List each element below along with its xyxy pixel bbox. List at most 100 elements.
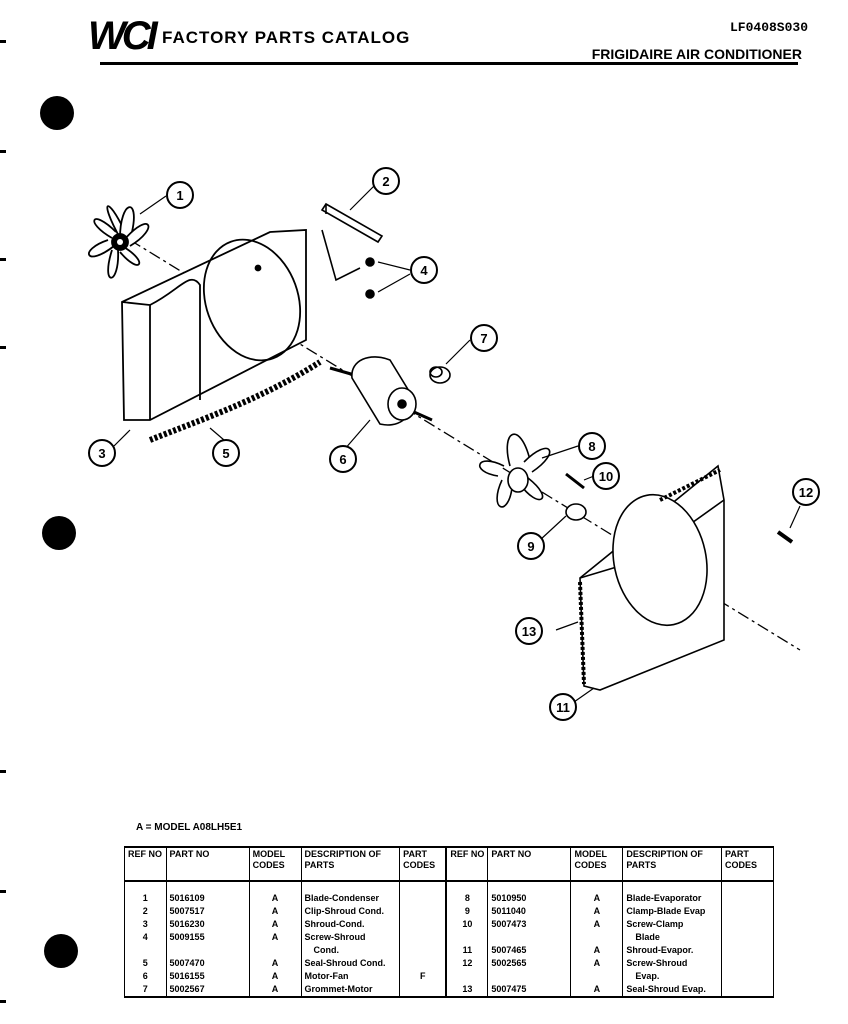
cell-part-no: 5007517 — [165, 905, 250, 918]
cell-description: Screw-Shroud — [622, 957, 722, 970]
cell-model-code: A — [248, 970, 302, 983]
condenser-shroud-part — [121, 229, 307, 421]
cell-part-no: 5002565 — [487, 957, 572, 970]
fan-motor-part — [329, 356, 433, 426]
shroud-clip-part — [320, 202, 384, 282]
cell-part-code — [721, 957, 774, 970]
cell-description: Shroud-Cond. — [300, 918, 401, 931]
cell-part-no: 5007473 — [487, 918, 572, 931]
cell-ref-no: 5 — [124, 957, 167, 970]
col-header-part-no: PART NO — [165, 846, 250, 882]
cell-part-no: 5009155 — [165, 931, 250, 944]
cell-part-code — [721, 918, 774, 931]
callout-1: 1 — [176, 188, 183, 203]
callout-8: 8 — [588, 439, 595, 454]
cell-model-code: A — [570, 983, 624, 998]
cell-part-code — [399, 918, 447, 931]
binder-punch-hole — [42, 516, 76, 550]
cell-ref-no: 4 — [124, 931, 167, 944]
table-header-row: REF NO PART NO MODEL CODES DESCRIPTION O… — [124, 846, 774, 882]
callout-12: 12 — [799, 485, 813, 500]
cell-ref-no: 2 — [124, 905, 167, 918]
model-number: LF0408S030 — [729, 20, 808, 35]
cell-ref-no: 1 — [124, 892, 167, 905]
cell-model-code: A — [570, 944, 624, 957]
cell-description: Shroud-Evapor. — [622, 944, 722, 957]
cell-model-code: A — [248, 957, 302, 970]
callout-3: 3 — [98, 446, 105, 461]
cell-description: Clamp-Blade Evap — [622, 905, 722, 918]
shroud-screw-part — [365, 257, 375, 267]
evap-shroud-screw-part — [776, 530, 794, 544]
clamp-screw-part — [565, 472, 585, 490]
cell-part-code — [721, 931, 774, 944]
cell-part-no: 5016109 — [165, 892, 250, 905]
condenser-blade-part — [88, 205, 150, 279]
edge-mark — [0, 150, 6, 153]
catalog-title: FACTORY PARTS CATALOG — [162, 28, 411, 47]
edge-mark — [0, 346, 6, 349]
cell-ref-no: 9 — [445, 905, 489, 918]
cell-description: Screw-Clamp — [622, 918, 722, 931]
col-header-ref-no: REF NO — [124, 846, 167, 882]
cell-model-code — [570, 931, 624, 944]
col-header-description: DESCRIPTION OF PARTS — [300, 846, 401, 882]
model-key-note: A = MODEL A08LH5E1 — [136, 822, 243, 833]
motor-grommet-part — [429, 366, 451, 384]
cell-part-no: 5002567 — [165, 983, 250, 998]
col-header-part-no: PART NO — [487, 846, 572, 882]
cell-part-code — [399, 931, 447, 944]
cell-description: Blade-Condenser — [300, 892, 401, 905]
cell-part-no: 5007470 — [165, 957, 250, 970]
cell-description: Grommet-Motor — [300, 983, 401, 998]
shroud-screw-part — [365, 289, 375, 299]
edge-mark — [0, 1000, 6, 1003]
cell-model-code: A — [248, 892, 302, 905]
callout-7: 7 — [480, 331, 487, 346]
cell-ref-no: 13 — [445, 983, 489, 998]
cell-ref-no: 12 — [445, 957, 489, 970]
cell-part-code — [399, 944, 447, 957]
cell-part-no — [487, 931, 572, 944]
cell-part-no: 5016230 — [165, 918, 250, 931]
product-line: FRIGIDAIRE AIR CONDITIONER — [591, 46, 802, 62]
evaporator-blade-part — [478, 433, 551, 508]
callout-11: 11 — [556, 700, 570, 715]
cell-part-no — [487, 970, 572, 983]
cell-ref-no — [124, 944, 167, 957]
edge-mark — [0, 770, 6, 773]
callout-13: 13 — [522, 624, 536, 639]
binder-punch-hole — [40, 96, 74, 130]
cell-ref-no: 6 — [124, 970, 167, 983]
col-header-model-codes: MODEL CODES — [248, 846, 302, 882]
cell-model-code: A — [248, 931, 302, 944]
cell-ref-no — [445, 970, 489, 983]
cell-ref-no: 3 — [124, 918, 167, 931]
cell-model-code: A — [570, 918, 624, 931]
col-header-description: DESCRIPTION OF PARTS — [622, 846, 722, 882]
cell-ref-no: 11 — [445, 944, 489, 957]
cell-model-code: A — [570, 892, 624, 905]
col-header-part-codes: PART CODES — [399, 846, 447, 882]
callout-9: 9 — [527, 539, 534, 554]
cell-part-code: F — [399, 970, 447, 983]
col-header-model-codes: MODEL CODES — [570, 846, 624, 882]
cell-part-no: 5016155 — [165, 970, 250, 983]
cell-description: Clip-Shroud Cond. — [300, 905, 401, 918]
cell-part-no: 5007475 — [487, 983, 572, 998]
cell-ref-no: 7 — [124, 983, 167, 998]
callout-10: 10 — [599, 469, 613, 484]
cell-part-no — [165, 944, 250, 957]
col-header-part-codes: PART CODES — [721, 846, 774, 882]
cell-part-code — [721, 983, 774, 998]
cell-model-code: A — [248, 918, 302, 931]
edge-mark — [0, 258, 6, 261]
evaporator-shroud-part — [578, 464, 725, 691]
cell-description: Seal-Shroud Evap. — [622, 983, 722, 998]
callout-6: 6 — [339, 452, 346, 467]
